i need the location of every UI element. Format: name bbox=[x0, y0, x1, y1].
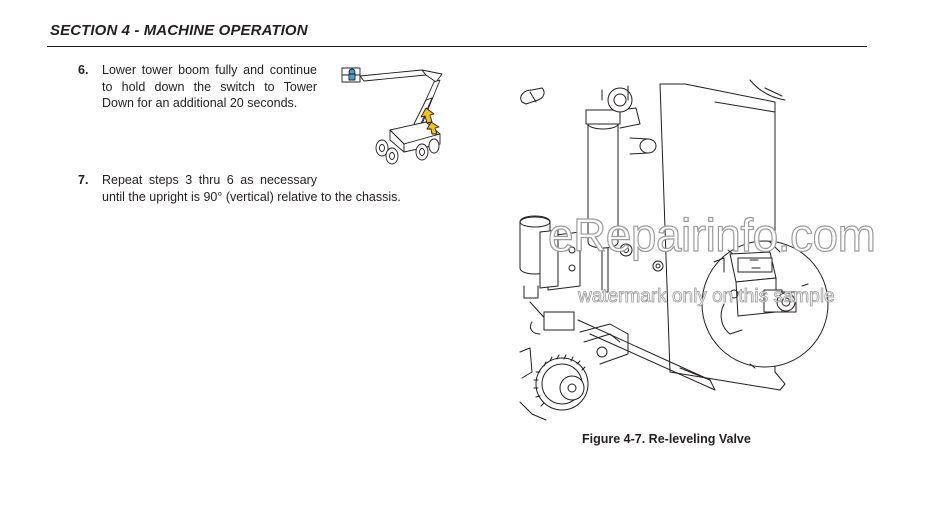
step-text: Repeat steps 3 thru 6 as necessary until… bbox=[102, 172, 401, 205]
step-line: Repeat steps 3 thru 6 as necessary bbox=[102, 173, 317, 187]
releveling-valve-illustration bbox=[519, 79, 829, 421]
watermark-main: eRepairinfo.com bbox=[547, 208, 876, 261]
step-number: 7. bbox=[78, 173, 89, 187]
step-line: Lower tower boom fully and continue bbox=[102, 63, 317, 77]
header-divider bbox=[47, 46, 867, 47]
step-line: Down for an additional 20 seconds. bbox=[102, 96, 298, 110]
watermark-sub: watermark only on this sample bbox=[578, 286, 835, 308]
step-line: to hold down the switch to Tower bbox=[102, 79, 317, 94]
step-text: Lower tower boom fully and continue to h… bbox=[102, 62, 317, 112]
step-number: 6. bbox=[78, 63, 89, 77]
figure-caption: Figure 4-7. Re-leveling Valve bbox=[582, 432, 751, 446]
step-line: until the upright is 90° (vertical) rela… bbox=[102, 189, 401, 204]
boom-lift-machine-icon bbox=[341, 67, 443, 165]
section-title: SECTION 4 - MACHINE OPERATION bbox=[50, 22, 308, 39]
